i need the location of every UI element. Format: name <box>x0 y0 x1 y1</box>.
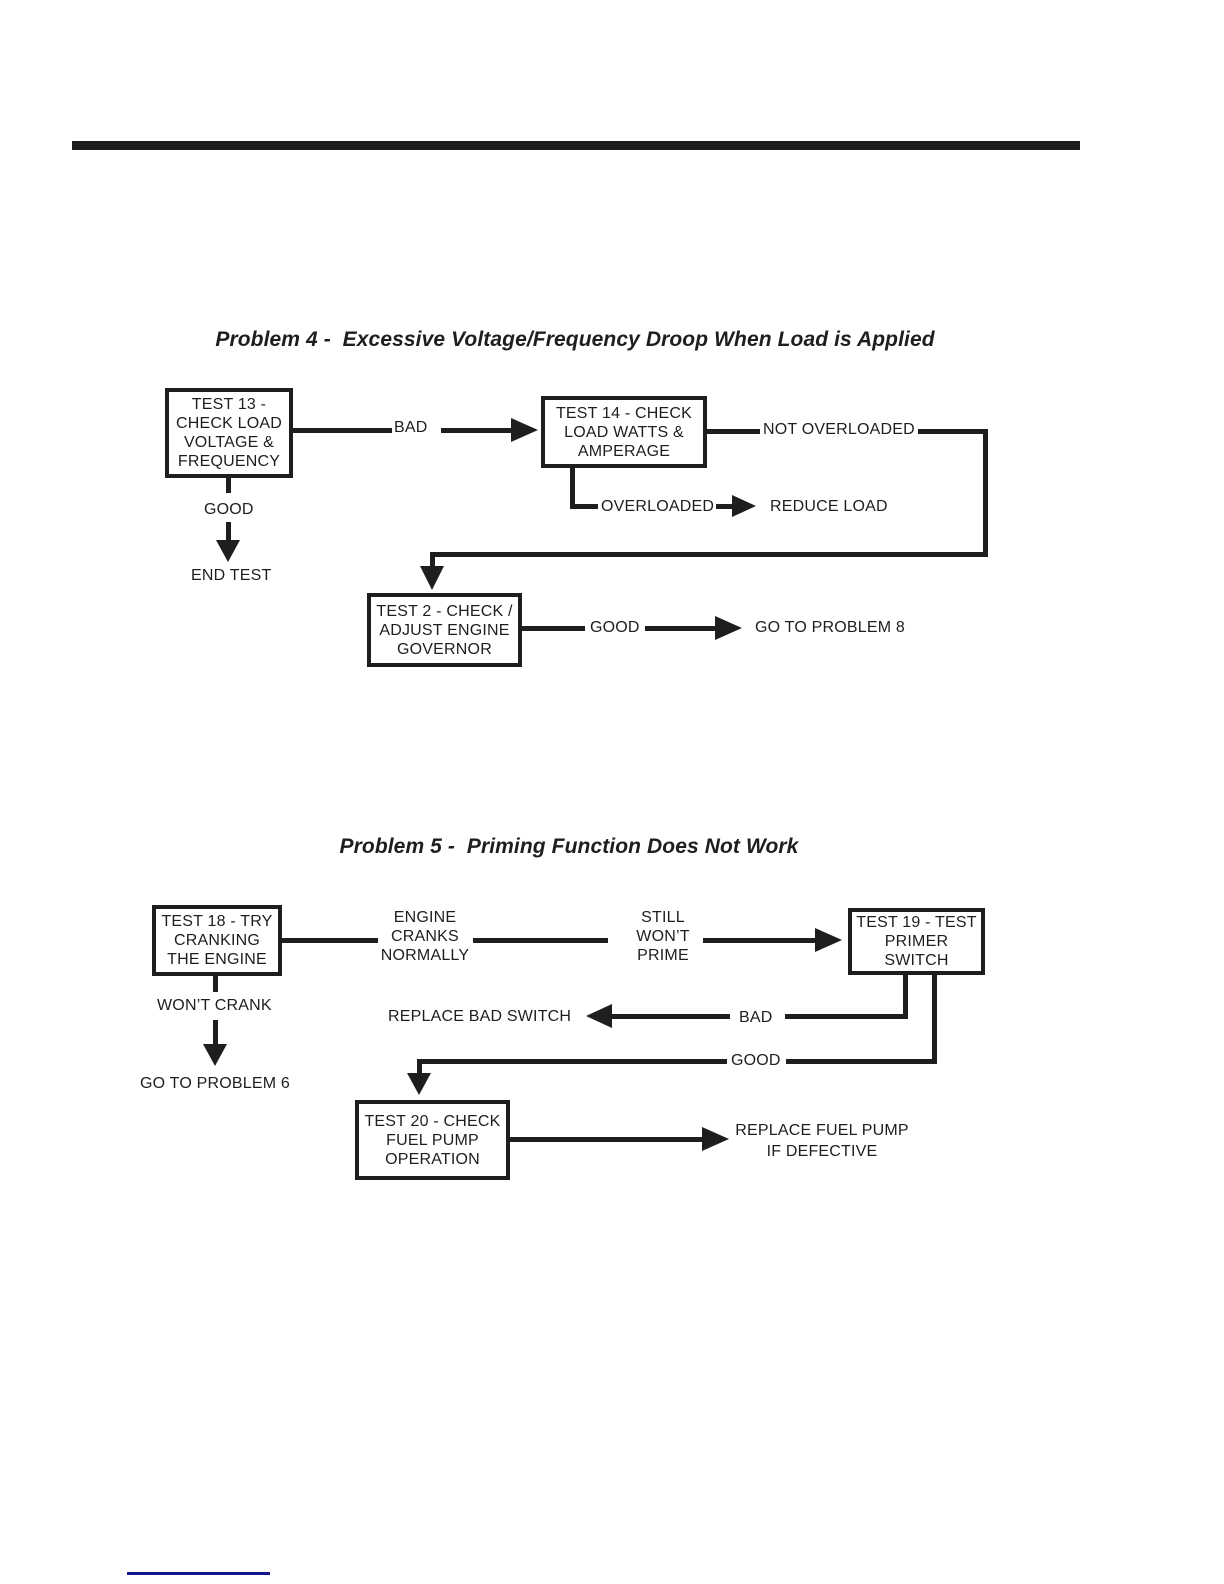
connector-line <box>785 1014 908 1019</box>
connector-line <box>610 1014 730 1019</box>
arrow-right-icon <box>732 495 756 517</box>
connector-line <box>473 938 608 943</box>
connector-line <box>703 938 815 943</box>
connector-line <box>417 1059 422 1075</box>
arrow-down-icon <box>420 566 444 590</box>
terminal-label-go-to-problem-8: GO TO PROBLEM 8 <box>755 619 906 636</box>
connector-line <box>903 975 908 1019</box>
arrow-right-icon <box>511 418 538 442</box>
connector-line <box>226 478 231 493</box>
flowchart-box-test14: TEST 14 - CHECK LOAD WATTS & AMPERAGE <box>541 396 707 468</box>
flowchart-box-test13: TEST 13 - CHECK LOAD VOLTAGE & FREQUENCY <box>165 388 293 478</box>
connector-line <box>430 552 435 568</box>
terminal-label-go-to-problem-6: GO TO PROBLEM 6 <box>140 1075 291 1092</box>
footer-rule <box>127 1572 270 1575</box>
connector-line <box>213 976 218 992</box>
connector-line <box>707 429 760 434</box>
arrow-right-icon <box>815 928 842 952</box>
terminal-label-replace-bad-switch: REPLACE BAD SWITCH <box>388 1008 572 1025</box>
arrow-right-icon <box>715 616 742 640</box>
edge-label-bad: BAD <box>394 419 428 436</box>
edge-label-good: GOOD <box>590 619 640 636</box>
connector-line <box>226 522 231 542</box>
arrow-left-icon <box>586 1004 612 1028</box>
terminal-label-reduce-load: REDUCE LOAD <box>770 498 888 515</box>
connector-line <box>932 975 937 1064</box>
arrow-right-icon <box>702 1127 729 1151</box>
arrow-down-icon <box>407 1073 431 1095</box>
connector-line <box>983 429 988 557</box>
connector-line <box>293 428 392 433</box>
connector-line <box>786 1059 937 1064</box>
connector-line <box>570 468 575 509</box>
flowchart-box-test2: TEST 2 - CHECK / ADJUST ENGINE GOVERNOR <box>367 593 522 667</box>
connector-line <box>433 552 988 557</box>
connector-line <box>570 504 598 509</box>
connector-line <box>522 626 585 631</box>
flowchart-box-test18: TEST 18 - TRY CRANKING THE ENGINE <box>152 905 282 976</box>
edge-label-bad: BAD <box>739 1009 773 1026</box>
terminal-label-end-test: END TEST <box>191 567 272 584</box>
connector-line <box>213 1020 218 1046</box>
edge-label-not-overloaded: NOT OVERLOADED <box>763 421 915 438</box>
arrow-down-icon <box>216 540 240 562</box>
problem5-title: Problem 5 - Priming Function Does Not Wo… <box>339 835 799 858</box>
header-rule <box>72 141 1080 150</box>
edge-label-good: GOOD <box>204 501 254 518</box>
connector-line <box>510 1137 702 1142</box>
arrow-down-icon <box>203 1044 227 1066</box>
edge-label-good: GOOD <box>731 1052 781 1069</box>
flowchart-box-test20: TEST 20 - CHECK FUEL PUMP OPERATION <box>355 1100 510 1180</box>
edge-label-overloaded: OVERLOADED <box>601 498 715 515</box>
connector-line <box>282 938 378 943</box>
edge-label-engine-cranks-normally: ENGINE CRANKS NORMALLY <box>380 909 470 964</box>
connector-line <box>716 504 732 509</box>
connector-line <box>441 428 511 433</box>
flowchart-box-test19: TEST 19 - TEST PRIMER SWITCH <box>848 908 985 975</box>
connector-line <box>417 1059 727 1064</box>
edge-label-wont-crank: WON’T CRANK <box>157 997 272 1014</box>
connector-line <box>645 626 715 631</box>
problem4-title: Problem 4 - Excessive Voltage/Frequency … <box>215 328 935 351</box>
connector-line <box>918 429 988 434</box>
terminal-label-replace-fuel-pump: REPLACE FUEL PUMP IF DEFECTIVE <box>735 1122 909 1160</box>
edge-label-still-wont-prime: STILL WON’T PRIME <box>636 909 690 964</box>
